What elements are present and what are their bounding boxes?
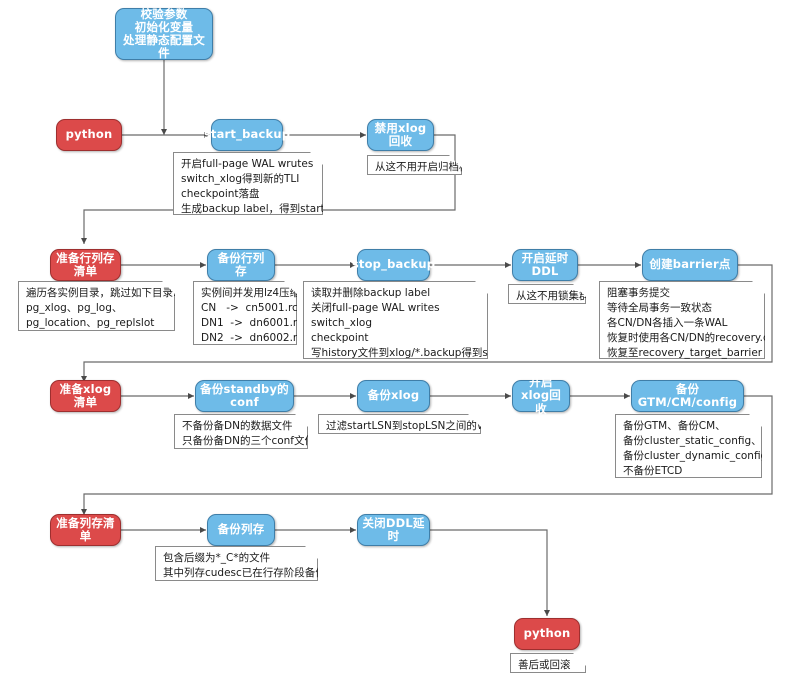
note-line: 阻塞事务提交 bbox=[607, 287, 670, 299]
note-line: 等待全局事务一致状态 bbox=[607, 302, 712, 314]
node-prepare-col-list[interactable]: 准备列存清单 bbox=[50, 514, 121, 546]
node-enable-xlog-recycle[interactable]: 开启xlog回收 bbox=[512, 376, 570, 415]
node-start-backup[interactable]: start_backup bbox=[204, 119, 290, 151]
node-disable-xlog-recycle[interactable]: 禁用xlog回收 bbox=[367, 119, 434, 151]
node-close-delay-ddl-label: 关闭DDL延时 bbox=[362, 515, 425, 543]
note-backup-gtm-cm-config: 备份GTM、备份CM、备份cluster_static_config、备份clu… bbox=[615, 414, 762, 478]
node-python-start[interactable]: python bbox=[56, 119, 122, 151]
note-line: 备份GTM、备份CM、 bbox=[623, 420, 726, 432]
note-line: CN -> cn5001.rch bbox=[201, 302, 305, 314]
node-init-line2: 初始化变量 bbox=[134, 19, 194, 34]
node-init[interactable]: 校验参数 初始化变量 处理静态配置文件 bbox=[115, 6, 213, 61]
node-backup-rowcol[interactable]: 备份行列存 bbox=[207, 249, 275, 281]
node-python-start-label: python bbox=[65, 127, 113, 142]
node-backup-col[interactable]: 备份列存 bbox=[207, 514, 275, 546]
note-stop-backup: 读取并删除backup label 关闭full-page WAL writes s… bbox=[303, 281, 488, 359]
node-backup-gtm-cm-config[interactable]: 备份GTM/CM/config bbox=[631, 380, 744, 412]
note-line: 备份cluster_static_config、 bbox=[623, 435, 762, 447]
node-enable-delay-ddl[interactable]: 开启延时DDL bbox=[512, 249, 578, 281]
note-disable-xlog-recycle: 从这不用开启归档模式 bbox=[367, 155, 462, 175]
note-line: 开启full-page WAL wrutes bbox=[181, 158, 314, 170]
note-line: 包含后缀为*_C*的文件 bbox=[163, 552, 271, 564]
note-line: 实例间并发用lz4压缩: bbox=[201, 287, 304, 299]
node-backup-standby-conf-label: 备份standby的conf bbox=[200, 381, 289, 409]
note-backup-xlog: 过滤startLSN到stopLSN之间的WAL bbox=[318, 414, 481, 434]
node-close-delay-ddl[interactable]: 关闭DDL延时 bbox=[357, 514, 430, 546]
node-prepare-col-list-label: 准备列存清单 bbox=[56, 515, 115, 543]
node-prepare-xlog-list[interactable]: 准备xlog清单 bbox=[50, 380, 121, 412]
node-stop-backup[interactable]: stop_backup bbox=[352, 249, 435, 281]
note-line: 其中列存cudesc已在行存阶段备份 bbox=[163, 567, 326, 579]
node-backup-col-label: 备份列存 bbox=[217, 522, 265, 537]
node-init-line3: 处理静态配置文件 bbox=[123, 33, 205, 61]
node-disable-xlog-recycle-label: 禁用xlog回收 bbox=[374, 120, 427, 148]
note-python-end: 善后或回滚 bbox=[510, 653, 586, 673]
note-line: 不备份备DN的数据文件 bbox=[182, 420, 293, 432]
note-backup-col: 包含后缀为*_C*的文件其中列存cudesc已在行存阶段备份 bbox=[155, 546, 318, 581]
node-prepare-rowcol-list-label: 准备行列存清单 bbox=[56, 250, 115, 278]
node-start-backup-label: start_backup bbox=[203, 127, 291, 142]
note-line: 读取并删除backup label bbox=[311, 287, 431, 299]
note-start-backup: 开启full-page WAL wrutes switch_xlog得到新的TLI… bbox=[173, 152, 323, 215]
note-enable-delay-ddl: 从这不用锁集群 bbox=[508, 284, 586, 304]
note-line: 恢复至recovery_target_barrier bbox=[607, 347, 763, 359]
note-line: pg_xlog、pg_log、 bbox=[26, 302, 123, 314]
node-backup-standby-conf[interactable]: 备份standby的conf bbox=[195, 380, 294, 412]
node-enable-xlog-recycle-label: 开启xlog回收 bbox=[521, 375, 561, 416]
note-line: 不备份ETCD bbox=[623, 465, 683, 477]
node-init-line1: 校验参数 bbox=[140, 6, 188, 21]
node-enable-delay-ddl-label: 开启延时DDL bbox=[521, 250, 569, 278]
note-line: 只备份备DN的三个conf文件 bbox=[182, 435, 315, 447]
note-line: switch_xlog得到新的TLI bbox=[181, 173, 300, 185]
note-line: 写history文件到xlog/*.backup得到stopLSN bbox=[311, 347, 526, 359]
node-backup-gtm-cm-config-label: 备份GTM/CM/config bbox=[637, 381, 738, 409]
node-python-end[interactable]: python bbox=[514, 618, 580, 650]
node-create-barrier-label: 创建barrier点 bbox=[649, 257, 731, 272]
note-line: 从这不用开启归档模式 bbox=[375, 161, 480, 173]
note-line: DN1 -> dn6001.rch bbox=[201, 317, 310, 329]
note-line: pg_location、pg_replslot bbox=[26, 317, 155, 329]
node-create-barrier[interactable]: 创建barrier点 bbox=[642, 249, 738, 281]
note-line: switch_xlog bbox=[311, 317, 372, 329]
node-prepare-xlog-list-label: 准备xlog清单 bbox=[59, 381, 112, 409]
note-line: checkpoint落盘 bbox=[181, 188, 260, 200]
note-line: 从这不用锁集群 bbox=[516, 290, 590, 302]
node-prepare-rowcol-list[interactable]: 准备行列存清单 bbox=[50, 249, 121, 281]
note-line: 各CN/DN各插入一条WAL bbox=[607, 317, 728, 329]
note-backup-standby-conf: 不备份备DN的数据文件只备份备DN的三个conf文件 bbox=[174, 414, 308, 449]
node-backup-xlog[interactable]: 备份xlog bbox=[357, 380, 430, 412]
note-line: checkpoint bbox=[311, 332, 369, 344]
node-backup-rowcol-label: 备份行列存 bbox=[217, 250, 265, 278]
note-line: DN2 -> dn6002.rch bbox=[201, 332, 310, 344]
node-backup-xlog-label: 备份xlog bbox=[367, 388, 420, 403]
note-line: 备份cluster_dynamic_config、 bbox=[623, 450, 778, 462]
note-line: 关闭full-page WAL writes bbox=[311, 302, 440, 314]
note-line: 过滤startLSN到stopLSN之间的WAL bbox=[326, 420, 500, 432]
note-line: 善后或回滚 bbox=[518, 659, 571, 671]
note-line: 生成backup label，得到startLSN bbox=[181, 203, 346, 215]
node-stop-backup-label: stop_backup bbox=[351, 257, 436, 272]
note-line: 恢复时使用各CN/DN的recovery.conf bbox=[607, 332, 786, 344]
note-prepare-rowcol-list: 遍历各实例目录，跳过如下目录: pg_xlog、pg_log、 pg_locatio… bbox=[18, 281, 175, 331]
node-python-end-label: python bbox=[523, 626, 571, 641]
note-line: 遍历各实例目录，跳过如下目录: bbox=[26, 287, 177, 299]
